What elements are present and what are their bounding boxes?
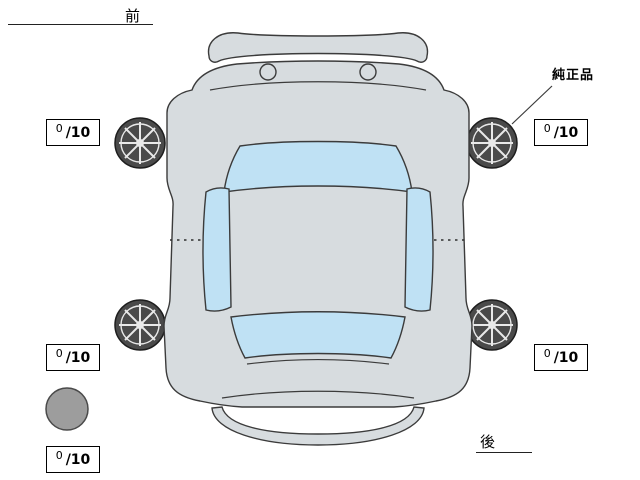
- tread-score-rear-left: 0 /10: [46, 344, 100, 371]
- score-value: 0: [543, 122, 551, 135]
- tread-score-front-left: 0 /10: [46, 119, 100, 146]
- tread-score-front-right: 0 /10: [534, 119, 588, 146]
- genuine-part-leader-line: [511, 85, 553, 125]
- hood-circle-right: [359, 63, 377, 81]
- rear-right-wheel-icon: [466, 299, 518, 351]
- right-side-window: [404, 187, 434, 312]
- genuine-part-label: 純正品: [552, 68, 595, 83]
- score-max: /10: [553, 349, 579, 366]
- rear-left-wheel-icon: [114, 299, 166, 351]
- spare-tire-icon: [45, 387, 89, 431]
- rear-window: [230, 311, 406, 359]
- rear-label-underline: [476, 452, 532, 453]
- left-side-window: [202, 187, 232, 312]
- hood-circle-left: [259, 63, 277, 81]
- rear-bumper: [211, 406, 425, 446]
- score-max: /10: [553, 124, 579, 141]
- front-right-wheel-icon: [466, 117, 518, 169]
- score-max: /10: [65, 451, 91, 468]
- tread-score-spare: 0 /10: [46, 446, 100, 473]
- tread-score-rear-right: 0 /10: [534, 344, 588, 371]
- score-max: /10: [65, 349, 91, 366]
- score-value: 0: [55, 449, 63, 462]
- windshield: [223, 140, 413, 193]
- score-max: /10: [65, 124, 91, 141]
- front-bumper: [207, 32, 429, 63]
- trunk-line-lower: [221, 390, 415, 399]
- front-label-underline: [8, 24, 153, 25]
- score-value: 0: [55, 347, 63, 360]
- hood-line: [209, 81, 427, 91]
- score-value: 0: [55, 122, 63, 135]
- front-label: 前: [125, 7, 142, 25]
- score-value: 0: [543, 347, 551, 360]
- trunk-line-upper: [246, 358, 390, 365]
- rear-label: 後: [480, 433, 497, 451]
- front-left-wheel-icon: [114, 117, 166, 169]
